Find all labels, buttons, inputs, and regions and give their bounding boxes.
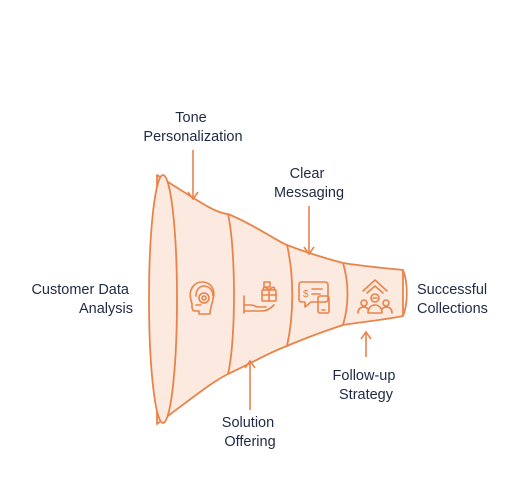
- label-customer-line2: Analysis: [79, 301, 133, 317]
- team-growth-icon: [357, 279, 393, 314]
- label-tone-line2: Personalization: [143, 129, 242, 145]
- arrow-tone: [187, 150, 199, 201]
- label-solution-offering: Solution Offering: [222, 415, 278, 450]
- label-customer-data-analysis: Customer Data Analysis: [31, 282, 133, 317]
- divider-3: [342, 262, 349, 326]
- label-successful-collections: Successful Collections: [417, 282, 491, 317]
- label-followup-line2: Strategy: [339, 387, 394, 403]
- label-clear-line2: Messaging: [274, 185, 344, 201]
- arrow-solution: [244, 359, 256, 410]
- label-customer-line1: Customer Data: [31, 282, 129, 298]
- divider-2: [286, 244, 294, 347]
- funnel: [148, 174, 408, 425]
- funnel-mouth: [148, 174, 178, 424]
- divider-1: [227, 213, 235, 375]
- funnel-end: [402, 269, 408, 317]
- label-solution-line1: Solution: [222, 415, 274, 431]
- label-successful-line1: Successful: [417, 282, 487, 298]
- label-successful-line2: Collections: [417, 301, 488, 317]
- svg-text:$: $: [303, 289, 309, 300]
- headset-icon: [189, 281, 215, 315]
- chat-message-icon: $: [298, 281, 330, 314]
- arrow-followup: [360, 330, 372, 357]
- label-clear-line1: Clear: [290, 166, 325, 182]
- arrow-clear: [303, 206, 315, 256]
- label-tone-personalization: Tone Personalization: [143, 110, 242, 145]
- label-follow-up-strategy: Follow-up Strategy: [333, 368, 400, 403]
- gift-hand-icon: [243, 281, 277, 314]
- arrows: [187, 150, 372, 410]
- label-followup-line1: Follow-up: [333, 368, 396, 384]
- label-clear-messaging: Clear Messaging: [274, 166, 344, 201]
- label-solution-line2: Offering: [224, 434, 275, 450]
- label-tone-line1: Tone: [175, 110, 206, 126]
